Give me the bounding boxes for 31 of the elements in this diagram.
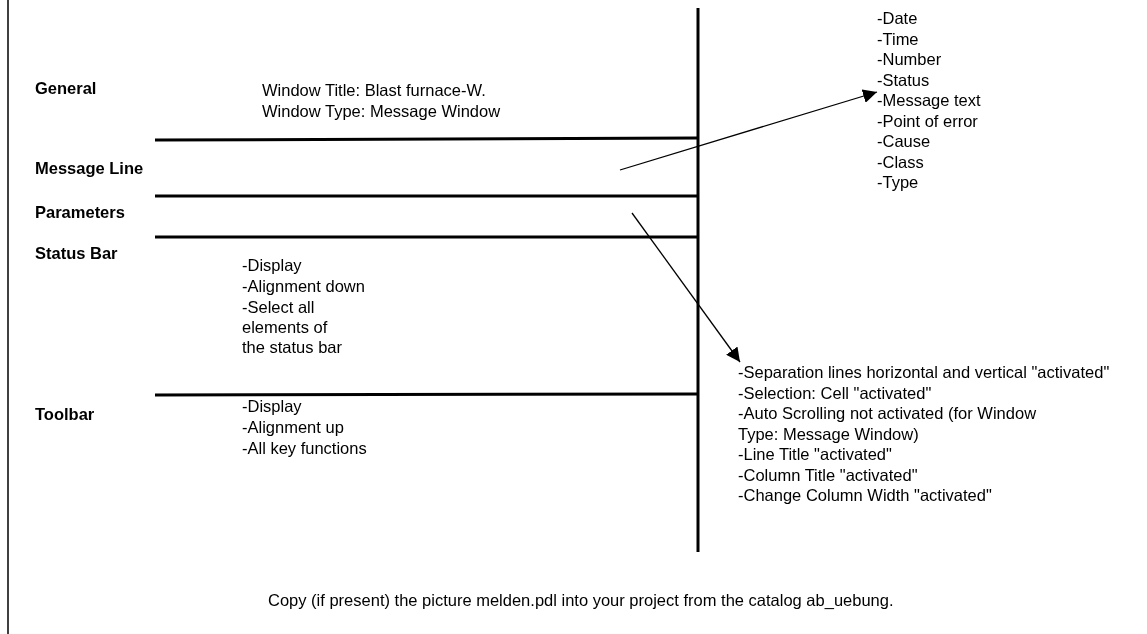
list-item: -Date [877, 8, 919, 29]
list-item: -Number [877, 49, 943, 70]
list-item: -Type [877, 172, 920, 193]
section-heading: Status Bar [35, 243, 118, 263]
list-item: -Status [877, 69, 931, 90]
section-heading: Parameters [35, 202, 125, 222]
arrow [619, 89, 878, 171]
list-item: -Display [242, 255, 302, 275]
list-item: -Point of error [877, 110, 979, 131]
section-heading: Message Line [35, 158, 144, 178]
list-item: -Line Title "activated" [738, 444, 893, 465]
list-item: -All key functions [242, 438, 367, 458]
note-text: Window Title: Blast furnace-W. [262, 80, 486, 100]
list-item: -Alignment up [242, 417, 344, 437]
list-item: -Separation lines horizontal and vertical "activated" [738, 362, 1111, 383]
list-item: -Time [877, 28, 920, 49]
list-item: -Change Column Width "activated" [738, 485, 993, 506]
section-heading: General [35, 78, 97, 98]
list-item: -Cause [877, 131, 932, 152]
list-item: -Select all elements of the status bar [242, 297, 343, 357]
list-item: -Message text [877, 90, 982, 111]
list-item: -Alignment down [242, 276, 365, 296]
list-item: -Auto Scrolling not activated (for Window Type: Message Window) [738, 403, 1038, 444]
section-heading: Toolbar [35, 404, 95, 424]
note-text: Window Type: Message Window [262, 101, 501, 121]
list-item: -Class [877, 151, 925, 172]
list-item: -Display [242, 396, 302, 416]
caption-text: Copy (if present) the picture melden.pdl into your project from the catalog ab_uebung. [268, 590, 894, 610]
list-item: -Selection: Cell "activated" [738, 382, 933, 403]
list-item: -Column Title "activated" [738, 464, 919, 485]
arrow [631, 212, 741, 363]
